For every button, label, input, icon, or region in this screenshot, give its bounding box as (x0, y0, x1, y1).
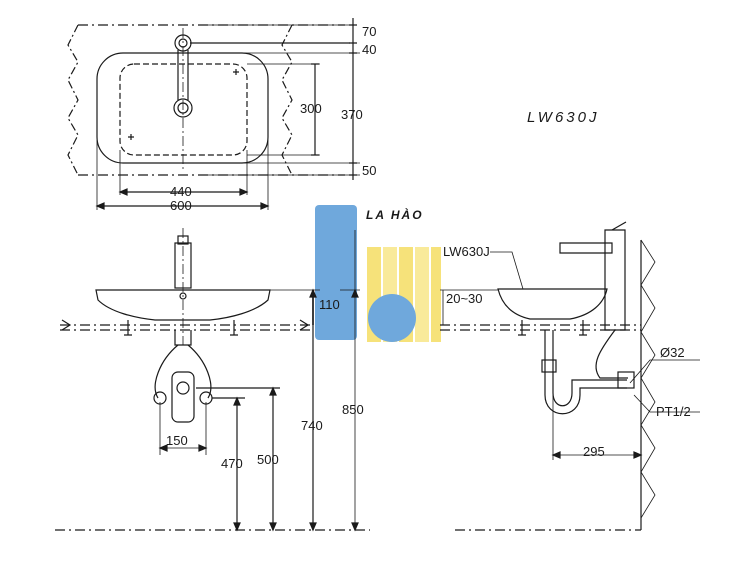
brand-logo: LA HÀO (315, 205, 441, 342)
front-view: 150 470 500 740 850 110 (55, 228, 370, 532)
side-faucet-body (604, 229, 626, 331)
logo-yellow-stripe-4 (415, 247, 429, 342)
dim-370: 370 (341, 107, 363, 122)
dim-500: 500 (257, 452, 279, 467)
front-basin (95, 289, 271, 321)
dim-440: 440 (170, 184, 192, 199)
leader-d32 (629, 359, 700, 384)
hose-left (154, 344, 179, 399)
side-model-label: LW630J (443, 244, 490, 259)
hose-right (187, 344, 212, 399)
dim-20-30: 20~30 (446, 291, 483, 306)
top-extension-lines (200, 24, 360, 176)
dim-300: 300 (300, 101, 322, 116)
logo-blue-circle (368, 294, 416, 342)
dim-arrows-150 (158, 444, 208, 452)
front-counter-breaks (61, 319, 310, 331)
dim-line-300 (311, 63, 319, 156)
label-d32: Ø32 (660, 345, 685, 360)
dim-600: 600 (170, 198, 192, 213)
dim-line-295 (552, 395, 641, 460)
side-trap-pipe-inner (552, 330, 627, 407)
dim-110: 110 (319, 297, 340, 312)
dim-arrows-295 (551, 451, 643, 459)
dim-line-500 (196, 387, 280, 530)
dim-295: 295 (583, 444, 605, 459)
fixing-mark-bottom-left (128, 134, 134, 140)
side-faucet-spout (559, 242, 613, 254)
dim-740: 740 (301, 418, 323, 433)
trap-body (171, 371, 195, 423)
side-bolts (518, 320, 587, 336)
side-view: LW630J 20~30 295 Ø32 PT1/2 (440, 221, 700, 531)
side-angle-valve (617, 371, 635, 389)
counter-left-break (67, 24, 79, 176)
dim-arrows-bottom (95, 188, 270, 210)
dim-ticks-right (349, 24, 357, 176)
side-supply-hose (595, 329, 628, 379)
dim-arrows-470 (233, 396, 241, 532)
label-pt12: PT1/2 (656, 404, 691, 419)
basin-inner-bowl (119, 63, 248, 156)
side-faucet-handle (611, 221, 627, 231)
dim-arrows-500 (269, 386, 277, 532)
logo-blue-bar (315, 205, 357, 340)
leader-model (490, 251, 524, 290)
counter-right-break (281, 24, 293, 176)
dim-50: 50 (362, 163, 376, 178)
basin-outer-rim (96, 52, 269, 164)
front-waste-top (174, 330, 192, 346)
dim-40: 40 (362, 42, 376, 57)
dim-70: 70 (362, 24, 376, 39)
side-trap-pipe (544, 330, 627, 415)
dim-line-470 (212, 397, 245, 530)
dim-150: 150 (166, 433, 188, 448)
logo-yellow-stripe-5 (431, 247, 441, 342)
trap-cap (176, 381, 190, 395)
bottom-extension-lines (96, 140, 269, 210)
front-drain (179, 292, 187, 300)
fixing-mark-top-right (233, 69, 239, 75)
dim-arrows-850 (351, 288, 359, 532)
leader-pt12 (633, 394, 700, 413)
model-code: LW630J (527, 109, 599, 126)
side-wall-hatch (640, 239, 656, 519)
dim-line-20-30 (440, 289, 498, 325)
dim-850: 850 (342, 402, 364, 417)
brand-text: LA HÀO (366, 207, 424, 222)
top-view: 70 40 300 370 50 440 600 (67, 18, 376, 213)
drain-icon (173, 98, 193, 118)
dim-line-150 (159, 402, 207, 455)
front-bolts (124, 320, 238, 336)
side-trap-nut (541, 359, 557, 373)
side-basin (497, 288, 608, 320)
dim-470: 470 (221, 456, 243, 471)
dim-line-850-ext (340, 230, 360, 530)
faucet-spout (177, 50, 189, 100)
